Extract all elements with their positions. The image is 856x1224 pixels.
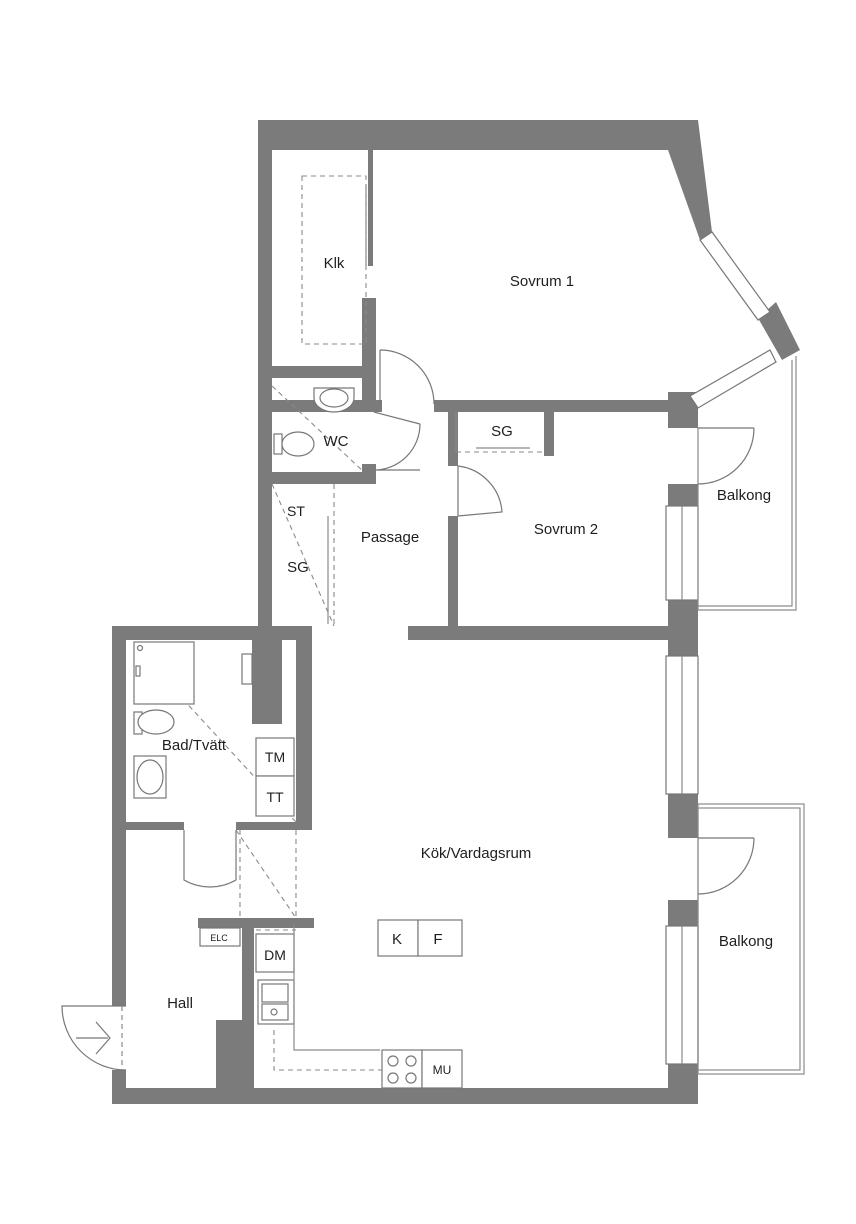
wall-sov2-left-top — [448, 406, 458, 466]
wall-column — [252, 636, 282, 724]
walls — [112, 120, 800, 1104]
windows — [665, 231, 777, 1065]
window-diagonal-2 — [689, 349, 777, 409]
wall-right-5 — [668, 900, 698, 926]
fridge-k-box — [377, 919, 419, 957]
label-tt: TT — [266, 789, 284, 805]
label-st: ST — [287, 503, 305, 519]
wall-right-4 — [668, 794, 698, 838]
wall-hall-right — [242, 918, 254, 1094]
wall-right-2 — [668, 484, 698, 506]
label-kok-vardagsrum: Kök/Vardagsrum — [421, 845, 532, 862]
freezer-f-box — [417, 919, 463, 957]
wall-storage-bottom — [258, 626, 264, 636]
label-balkong-1: Balkong — [717, 487, 771, 504]
door-entrance — [61, 1005, 127, 1071]
label-wc: WC — [324, 433, 349, 450]
dm-box — [255, 933, 295, 973]
balkong-1-outline — [697, 356, 797, 611]
wall-bath-hall-a — [112, 822, 184, 830]
storage-lines — [327, 186, 530, 624]
wall-wc-right — [362, 464, 376, 484]
door-wc — [373, 423, 421, 471]
door-bath — [183, 830, 237, 888]
label-klk: Klk — [324, 255, 345, 272]
balconies — [697, 356, 805, 1075]
label-elc: ELC — [210, 933, 228, 943]
label-tm: TM — [265, 749, 285, 765]
label-bad-tvatt: Bad/Tvätt — [162, 737, 227, 754]
label-dm: DM — [264, 947, 286, 963]
wall-top — [258, 120, 698, 150]
bath-toilet-icon — [137, 709, 175, 735]
door-balkong-1 — [697, 427, 755, 485]
wall-diagonal-upper — [668, 120, 712, 240]
label-sg-passage: SG — [287, 559, 309, 576]
wall-klk-bottom — [272, 366, 374, 378]
wall-wc-bottom — [272, 472, 374, 484]
wall-bath-hall-b — [236, 822, 296, 830]
door-passage-top — [379, 349, 435, 405]
label-k: K — [392, 931, 402, 948]
label-balkong-2: Balkong — [719, 933, 773, 950]
wall-right-3 — [668, 600, 698, 656]
stove-icon — [381, 1049, 423, 1089]
wc-toilet-icon — [281, 431, 315, 457]
labels: Klk Sovrum 1 SG WC ST SG Passage Sovrum … — [162, 255, 773, 1077]
towel-rail-icon — [241, 653, 253, 685]
wall-sov2-left-bottom — [448, 516, 458, 628]
label-mu: MU — [433, 1063, 452, 1077]
window-diagonal-1 — [699, 231, 771, 321]
shower-icon — [133, 641, 195, 705]
label-sovrum-1: Sovrum 1 — [510, 273, 574, 290]
wall-lower-left-b — [112, 1070, 126, 1104]
mu-box — [421, 1049, 463, 1089]
label-f: F — [433, 931, 442, 948]
label-sovrum-2: Sovrum 2 — [534, 521, 598, 538]
label-hall: Hall — [167, 995, 193, 1012]
wall-bath-right — [296, 636, 312, 830]
wall-lower-left-a — [112, 626, 126, 1006]
tm-box — [255, 737, 295, 777]
wall-klk-right-top — [368, 150, 373, 266]
label-sg-sovrum2: SG — [491, 423, 513, 440]
wall-hall-top — [198, 918, 314, 928]
wc-toilet-tank-icon — [273, 433, 283, 455]
label-passage: Passage — [361, 529, 419, 546]
hidden-lines — [133, 175, 544, 1071]
wall-bottom — [112, 1088, 698, 1104]
wall-hall-closet — [216, 1020, 242, 1090]
entrance-arrow — [76, 1021, 111, 1055]
balkong-2-inner — [697, 807, 801, 1071]
balkong-1-inner — [698, 360, 793, 607]
tt-box — [255, 775, 295, 817]
wall-sg-right — [544, 406, 554, 456]
wall-diagonal-mid — [758, 302, 800, 360]
kitchen-counter — [293, 924, 380, 1051]
door-balkong-2 — [697, 837, 755, 895]
doors — [61, 349, 755, 1071]
door-sov2 — [457, 465, 503, 517]
fixtures — [133, 387, 463, 1089]
elc-box — [199, 927, 241, 947]
wall-sov2-bottom — [408, 626, 670, 640]
wall-upper-left — [258, 120, 272, 628]
wall-passage-upper — [362, 298, 376, 406]
